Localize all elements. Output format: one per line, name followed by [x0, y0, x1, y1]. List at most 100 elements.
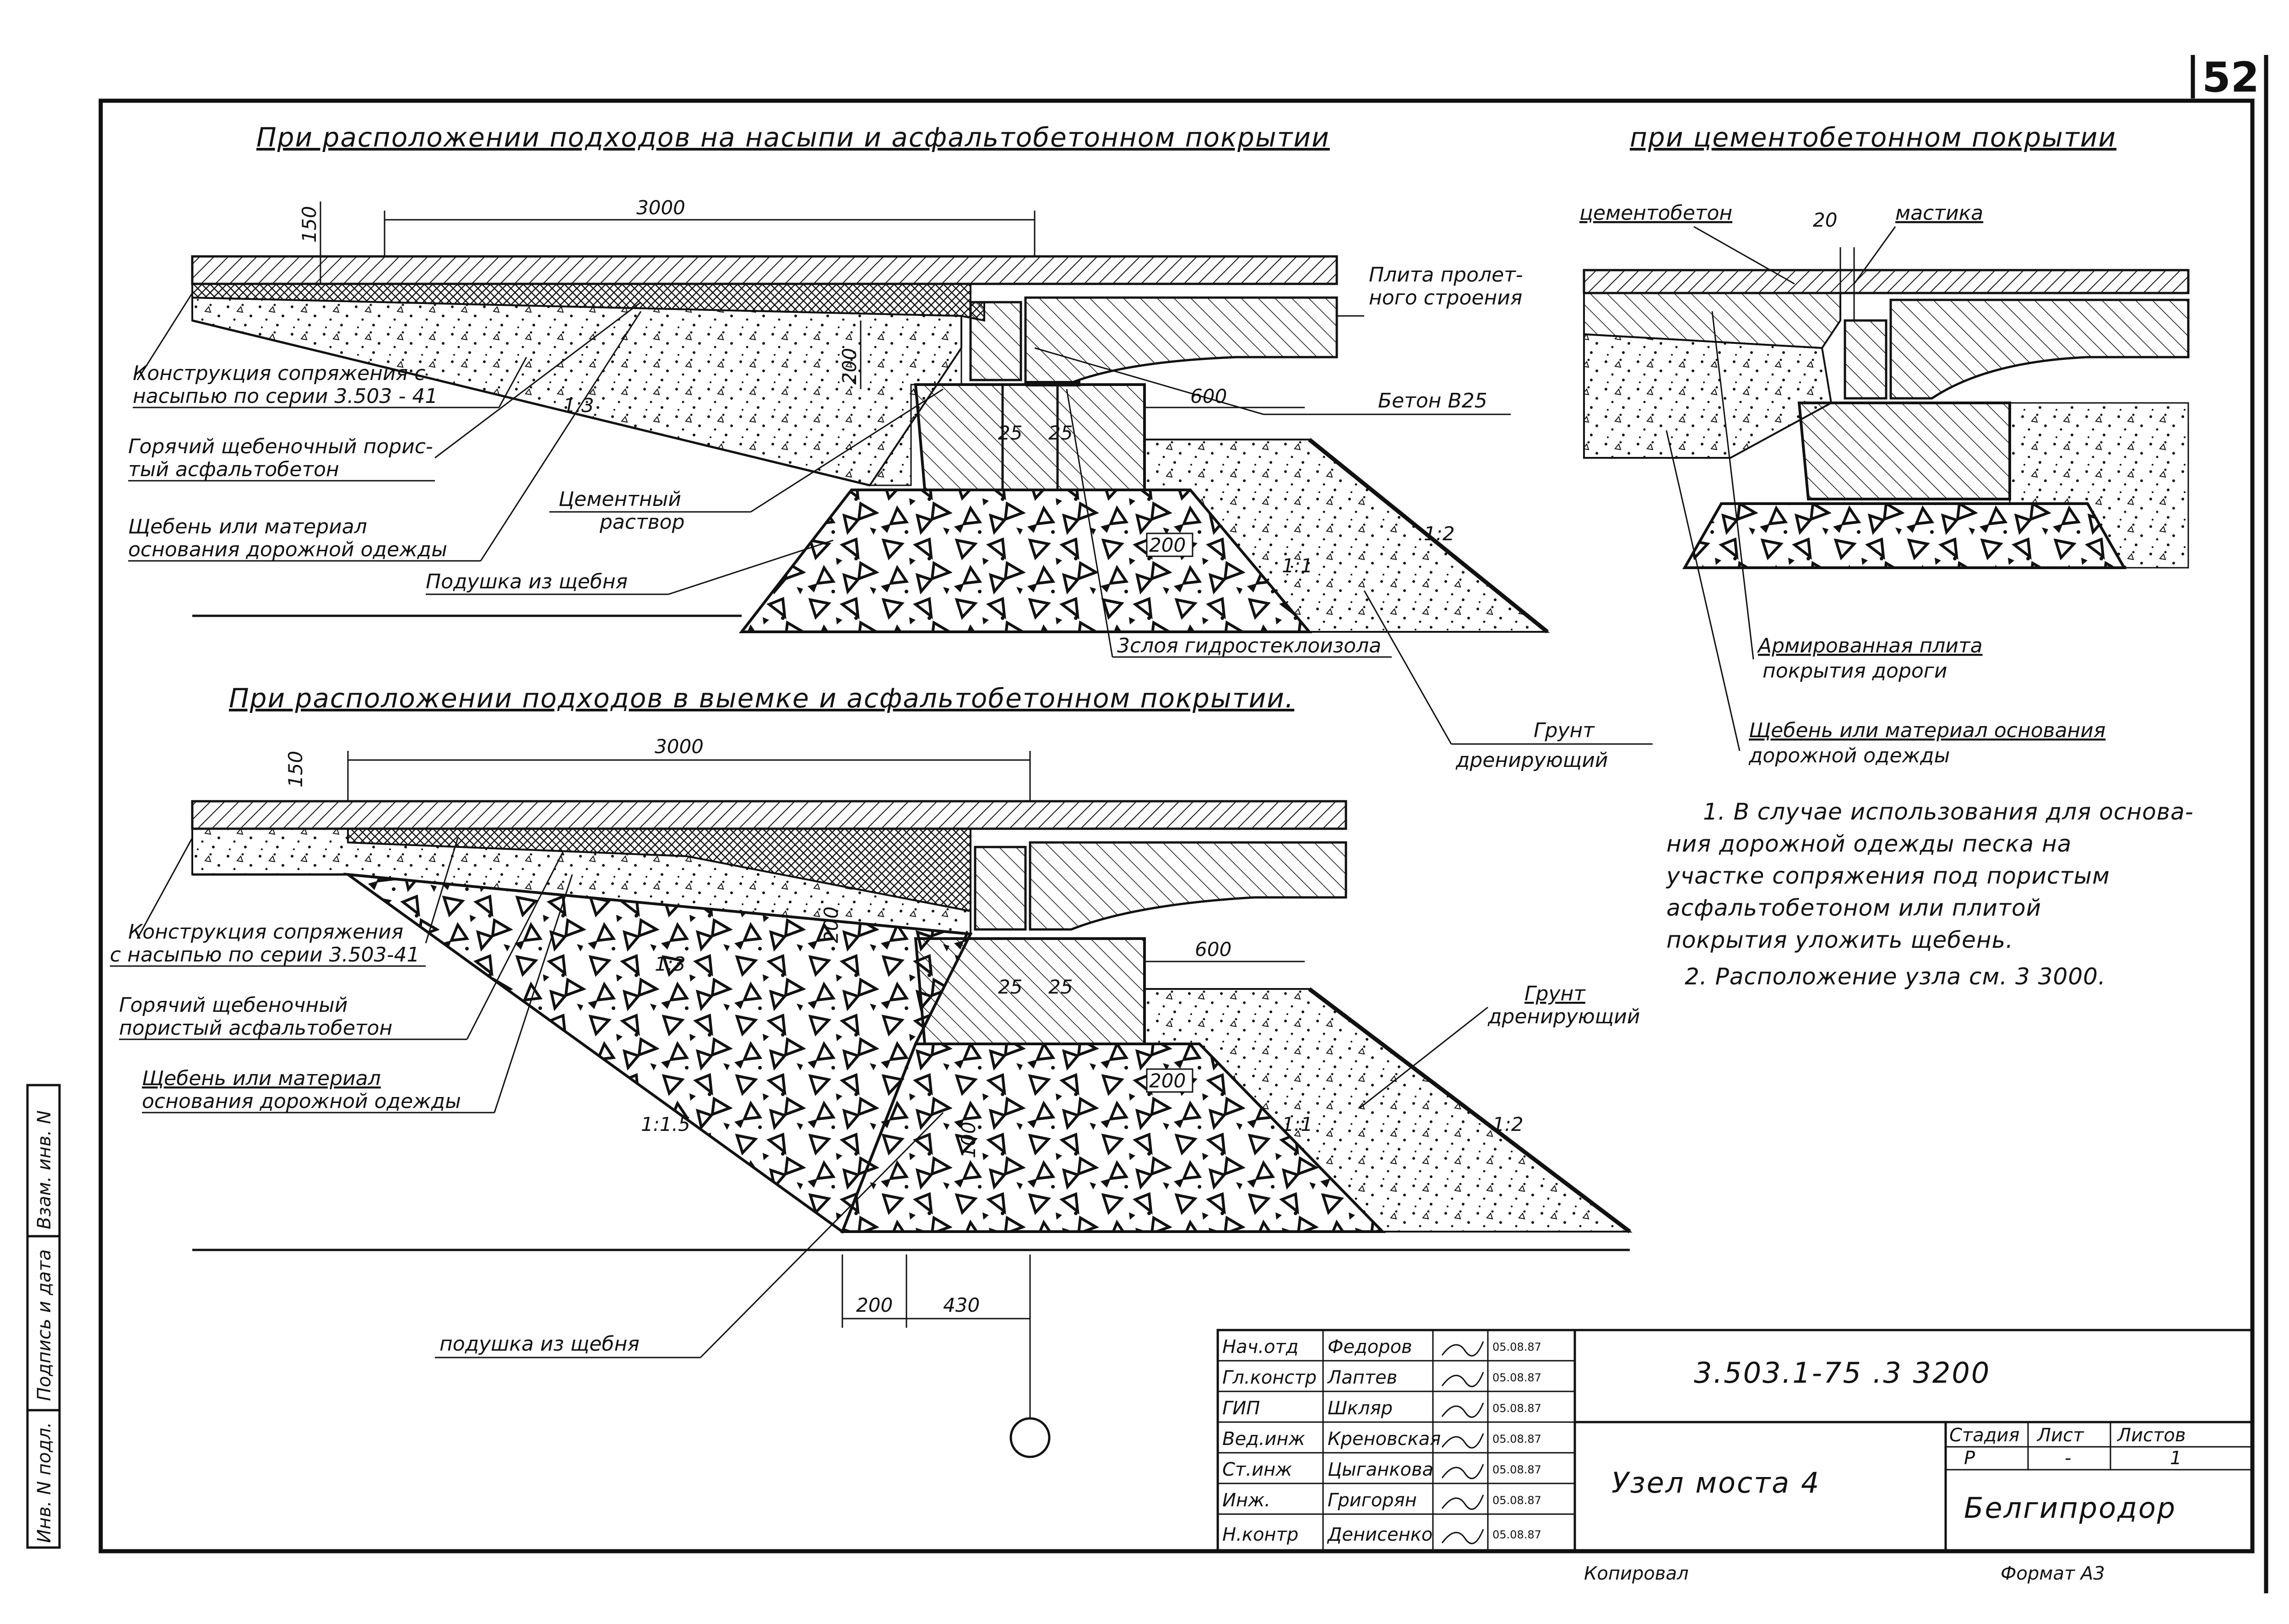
section-cutting-title: При расположении подходов в выемке и асф…: [229, 683, 1294, 714]
svg-text:05.08.87: 05.08.87: [1492, 1463, 1541, 1476]
svg-text:05.08.87: 05.08.87: [1492, 1528, 1541, 1541]
label-grunt-b-2: дренирующий: [1487, 1005, 1640, 1028]
span-slab-b: [1029, 841, 1347, 931]
gravel-cushion-right: [1682, 502, 2127, 569]
tb-stage-label: Стадия: [1949, 1425, 2019, 1446]
label-plita-2: ного строения: [1369, 286, 1522, 310]
label-podushka-b: подушка из щебня: [439, 1332, 640, 1356]
label-shcheben-b-1: Щебень или материал: [142, 1067, 381, 1090]
svg-text:05.08.87: 05.08.87: [1492, 1371, 1541, 1384]
dim-25b: 25: [1048, 422, 1073, 444]
tb-doc-code: 3.503.1-75 .3 3200: [1694, 1356, 1991, 1390]
tb-row-0: Нач.отд Федоров 05.08.87: [1222, 1336, 1541, 1358]
stamp-replace: Взам. инв. N: [34, 1110, 55, 1229]
svg-text:Гл.констр: Гл.констр: [1222, 1367, 1317, 1388]
slope-line-12-b: [1308, 987, 1631, 1233]
abutment-b: [914, 937, 1146, 1045]
svg-text:Денисенко: Денисенко: [1327, 1524, 1432, 1545]
note-line-1: 1. В случае использования для основа-: [1703, 798, 2194, 825]
svg-text:05.08.87: 05.08.87: [1492, 1494, 1541, 1507]
asphalt-surface-b: [191, 800, 1347, 830]
tb-row-5: Инж. Григорян 05.08.87: [1222, 1490, 1541, 1511]
slope-11: 1:1: [1282, 554, 1313, 577]
label-plita-1: Плита пролет-: [1369, 263, 1523, 287]
label-shcheben-b-2: основания дорожной одежды: [142, 1090, 461, 1113]
title-block: Нач.отд Федоров 05.08.87 Гл.констр Лаптев 05…: [1216, 1329, 2254, 1584]
stamp-signature: Подпись и дата: [34, 1249, 55, 1401]
dim-200: 200: [838, 348, 861, 385]
note-line-5: покрытия уложить щебень.: [1666, 927, 2013, 953]
label-cement-2: раствор: [599, 511, 685, 534]
tb-org: Белгипродор: [1964, 1491, 2176, 1525]
section-cement-concrete: при цементобетонном покрытии цементобето…: [1579, 122, 2190, 767]
label-konstr-b-1: Конструкция сопряжения: [128, 920, 403, 944]
dim-430: 430: [943, 1294, 980, 1316]
label-grunt-b-1: Грунт: [1524, 982, 1586, 1005]
label-goryachiy-b-2: пористый асфальтобетон: [119, 1016, 392, 1040]
note-line-3: участке сопряжения под пористым: [1665, 863, 2110, 889]
tb-doc-title: Узел моста 4: [1611, 1466, 1820, 1499]
note-line-2: ния дорожной одежды песка на: [1666, 831, 2072, 857]
dim-3000: 3000: [636, 196, 685, 219]
label-goryachiy-b-1: Горячий щебеночный: [119, 994, 348, 1017]
slope-13: 1:3: [563, 394, 594, 417]
note-line-6: 2. Расположение узла см. 3 3000.: [1685, 963, 2106, 990]
label-grunt-2: дренирующий: [1455, 749, 1608, 772]
svg-text:Григорян: Григорян: [1328, 1490, 1417, 1511]
transition-slab-right: [1844, 319, 1888, 400]
svg-text:Федоров: Федоров: [1328, 1336, 1412, 1358]
svg-text:Креновская: Креновская: [1328, 1428, 1441, 1450]
dim-25b-b: 25: [1048, 976, 1073, 998]
cement-surface: [1583, 269, 2190, 294]
label-konstr-b-2: с насыпью по серии 3.503-41: [110, 943, 419, 967]
tb-copied: Копировал: [1584, 1563, 1689, 1584]
transition-slab: [969, 301, 1022, 381]
span-slab-right: [1889, 299, 2190, 400]
svg-text:Шкляр: Шкляр: [1328, 1398, 1393, 1419]
svg-text:Лаптев: Лаптев: [1327, 1367, 1397, 1388]
dim-150-b: 150: [284, 751, 307, 788]
span-slab: [1024, 296, 1338, 386]
stamp-inv: Инв. N подл.: [34, 1422, 55, 1543]
label-armir-1: Армированная плита: [1757, 634, 1983, 657]
node-circle: [1009, 1417, 1051, 1458]
svg-text:ГИП: ГИП: [1222, 1398, 1260, 1419]
outer-frame: [98, 98, 2255, 1553]
label-gidro: 3слоя гидростеклоизола: [1117, 634, 1381, 657]
svg-text:Ст.инж: Ст.инж: [1222, 1459, 1292, 1480]
section-cement-title: при цементобетонном покрытии: [1630, 122, 2116, 153]
label-grunt-1: Грунт: [1534, 719, 1595, 742]
svg-text:05.08.87: 05.08.87: [1492, 1341, 1541, 1353]
label-podushka: Подушка из щебня: [426, 570, 628, 593]
tb-row-1: Гл.констр Лаптев 05.08.87: [1222, 1367, 1541, 1388]
svg-text:Н.контр: Н.контр: [1222, 1524, 1298, 1545]
transition-slab-b: [974, 846, 1027, 931]
slope-115-b: 1:1.5: [641, 1113, 690, 1135]
tb-stage: Р: [1964, 1448, 1975, 1469]
label-shcheben-2: основания дорожной одежды: [128, 538, 447, 561]
note-line-4: асфальтобетоном или плитой: [1666, 895, 2041, 921]
label-goryachiy-1: Горячий щебеночный порис-: [128, 435, 433, 458]
label-konstr-1: Конструкция сопряжения с: [133, 362, 425, 385]
section-embankment: При расположении подходов на насыпи и ас…: [128, 122, 1653, 772]
ground-right: [2009, 402, 2189, 569]
label-cementobeton: цементобетон: [1579, 201, 1732, 225]
slope-12: 1:2: [1424, 522, 1455, 545]
base-layer-right: [1583, 333, 1833, 459]
svg-text:05.08.87: 05.08.87: [1492, 1402, 1541, 1415]
dim-600-b: 600: [1195, 938, 1231, 961]
sheet-number: 52: [2202, 54, 2259, 102]
tb-sheets: 1: [2170, 1448, 2181, 1469]
reinforced-slab: [1583, 292, 1841, 349]
svg-text:Инж.: Инж.: [1222, 1490, 1270, 1511]
slope-13-b: 1:3: [655, 953, 686, 975]
label-konstr-2: насыпью по серии 3.503 - 41: [133, 385, 438, 408]
dim-200b: 200: [1149, 534, 1186, 556]
svg-text:Нач.отд: Нач.отд: [1222, 1336, 1298, 1358]
asphalt-surface: [191, 255, 1338, 285]
label-goryachiy-2: тый асфальтобетон: [128, 458, 339, 481]
abutment-right: [1797, 402, 2011, 500]
